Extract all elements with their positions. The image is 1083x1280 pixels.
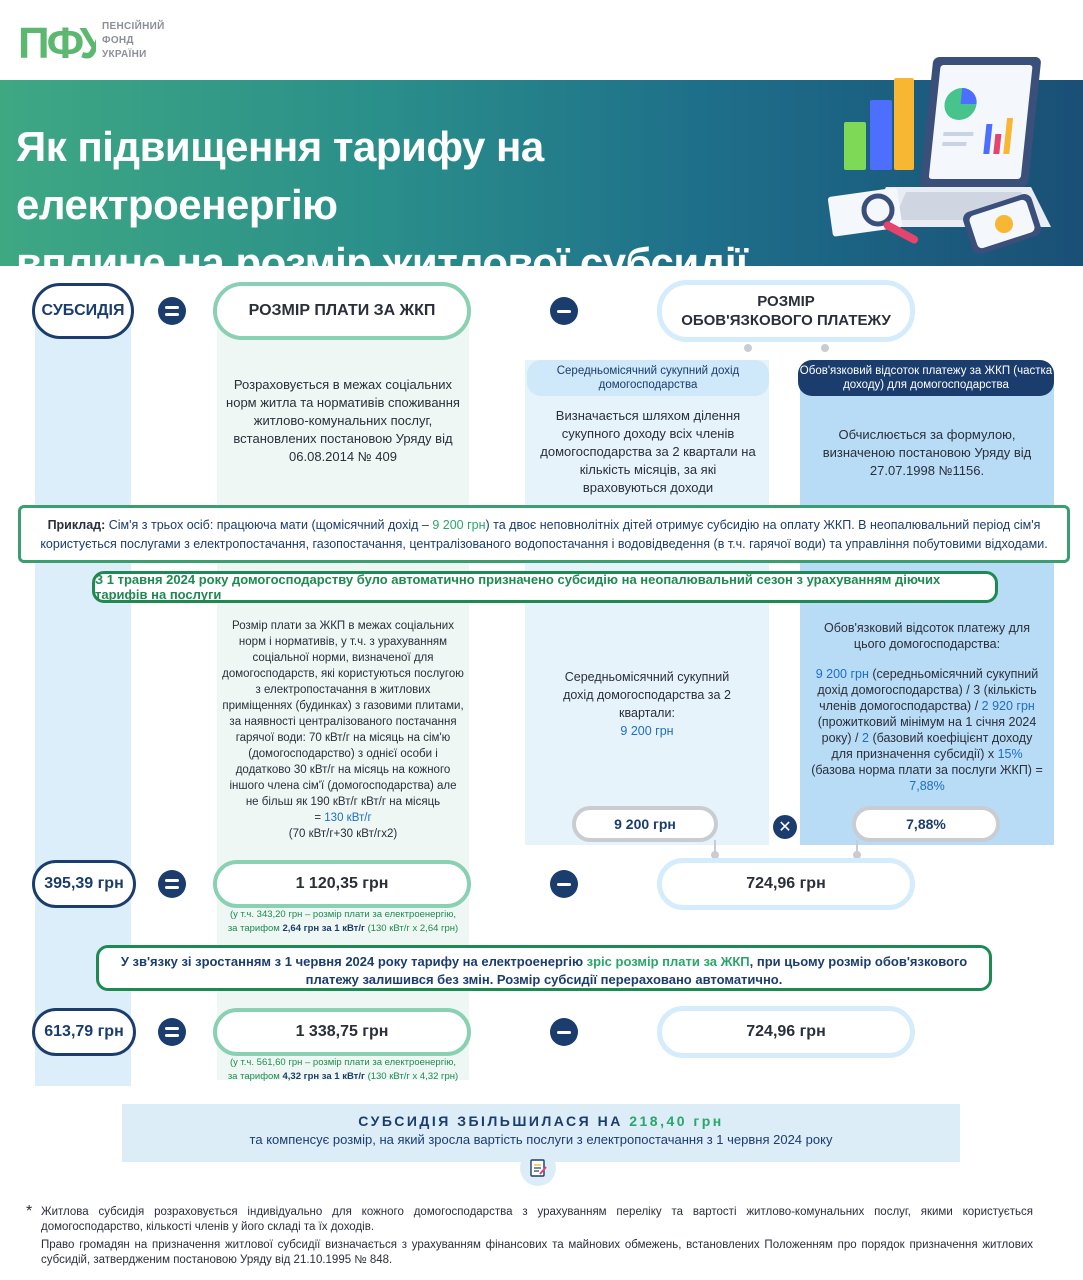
may-notice: З 1 травня 2024 року домогосподарству бу… xyxy=(92,571,998,603)
pct-formula-rate: 15% xyxy=(997,747,1023,761)
row2-note-prefix: за тарифом xyxy=(227,1071,283,1082)
income-calculation: Середньомісячний сукупний дохід домогосп… xyxy=(552,668,742,740)
result-heading: СУБСИДІЯ ЗБІЛЬШИЛАСЯ НА xyxy=(358,1113,623,1129)
connector-dot xyxy=(711,851,719,859)
zhkp-detail: Розмір плати за ЖКП в межах соціальних н… xyxy=(222,620,464,808)
row1-note-tariff: 2,64 грн за 1 кВт/г xyxy=(282,923,365,934)
footnote-paragraph-1: Житлова субсидія розраховується індивіду… xyxy=(41,1206,1033,1233)
example-box: Приклад: Сім'я з трьох осіб: працююча ма… xyxy=(18,505,1070,563)
subsidy-label: СУБСИДІЯ xyxy=(32,283,134,339)
row2-note-suffix: (130 кВт/г х 4,32 грн) xyxy=(364,1071,459,1082)
result-line-2: та компенсує розмір, на який зросла варт… xyxy=(249,1132,833,1147)
title-line-1: Як підвищення тарифу на електроенергію xyxy=(16,123,544,228)
footnote-paragraph-2: Право громадян на призначення житлової с… xyxy=(41,1239,1033,1266)
minus-icon xyxy=(550,297,578,325)
example-text: Приклад: Сім'я з трьох осіб: працююча ма… xyxy=(37,516,1051,554)
pct-formula-text: 3 (кількість членів домогосподарства) / xyxy=(819,683,1037,713)
example-part-2: ) та двоє неповнолітніх дітей отримує су… xyxy=(40,518,1048,551)
connector-line xyxy=(856,840,858,854)
pct-formula-text: (базова норма плати за послуги ЖКП) = xyxy=(811,763,1043,777)
multiply-icon: ✕ xyxy=(773,815,797,839)
example-label: Приклад: xyxy=(47,518,106,532)
income-detail: Середньомісячний сукупний дохід домогосп… xyxy=(563,670,731,720)
row1-mandatory: 724,96 грн xyxy=(657,858,915,910)
row1-zhkp: 1 120,35 грн xyxy=(213,860,471,908)
percent-column xyxy=(800,380,1054,845)
logo-line-3: УКРАЇНИ xyxy=(102,49,147,60)
mandatory-label-line-2: ОБОВ'ЯЗКОВОГО ПЛАТЕЖУ xyxy=(681,312,891,329)
title-line-2: вплине на розмір житлової субсидії xyxy=(16,239,748,286)
zhkp-norm: 130 кВт/г xyxy=(324,812,372,824)
percent-definition: Обчислюється за формулою, визначеною пос… xyxy=(822,427,1032,478)
row2-mandatory: 724,96 грн xyxy=(657,1006,915,1058)
mandatory-payment-label: РОЗМІР ОБОВ'ЯЗКОВОГО ПЛАТЕЖУ xyxy=(657,280,915,342)
income-definition: Визначається шляхом ділення сукупного до… xyxy=(540,408,756,495)
pct-formula-minimum: 2 920 грн xyxy=(981,699,1035,713)
equals-icon xyxy=(158,870,186,898)
footnote: Житлова субсидія розраховується індивіду… xyxy=(41,1205,1033,1267)
row2-note-tariff: 4,32 грн за 1 кВт/г xyxy=(282,1071,365,1082)
row1-subsidy: 395,39 грн xyxy=(32,860,136,908)
connector-dot xyxy=(853,851,861,859)
example-part-1: Сім'я з трьох осіб: працююча мати (щоміс… xyxy=(108,518,429,532)
minus-icon xyxy=(550,870,578,898)
pct-formula-text: (базовий коефіцієнт доходу для призначен… xyxy=(831,731,1033,761)
row2-zhkp: 1 338,75 грн xyxy=(213,1008,471,1056)
percent-tag: Обов'язковий відсоток платежу за ЖКП (ча… xyxy=(798,360,1054,396)
june-notice-part-2: , при цьому розмір обов'язкового платежу… xyxy=(305,954,968,987)
income-value: 9 200 грн xyxy=(620,724,674,738)
row1-note-suffix: (130 кВт/г х 2,64 грн) xyxy=(364,923,459,934)
row2-note-line-1: (у т.ч. 561,60 грн – розмір плати за еле… xyxy=(229,1057,457,1068)
logo-mark-text: ПФУ xyxy=(18,19,96,66)
zhkp-label: РОЗМІР ПЛАТИ ЗА ЖКП xyxy=(213,282,471,340)
row1-note: (у т.ч. 343,20 грн – розмір плати за еле… xyxy=(218,908,468,936)
page-title: Як підвищення тарифу на електроенергію в… xyxy=(16,118,836,292)
example-income: 9 200 грн xyxy=(432,518,486,532)
logo-text: ПЕНСІЙНИЙ ФОНД УКРАЇНИ xyxy=(102,20,165,62)
pfu-logo: ПФУ xyxy=(18,16,111,68)
equals-icon xyxy=(158,1018,186,1046)
pct-formula-income: 9 200 грн xyxy=(815,667,869,681)
result-line-1: СУБСИДІЯ ЗБІЛЬШИЛАСЯ НА 218,40 грн xyxy=(122,1113,960,1129)
pct-formula-coefficient: 2 xyxy=(862,731,869,745)
row1-note-prefix: за тарифом xyxy=(227,923,283,934)
zhkp-norm-prefix: = xyxy=(314,812,322,824)
result-box: СУБСИДІЯ ЗБІЛЬШИЛАСЯ НА 218,40 грн та ко… xyxy=(122,1104,960,1162)
income-tag: Середньомісячний сукупний дохід домогосп… xyxy=(527,360,769,396)
mandatory-label-line-1: РОЗМІР xyxy=(757,293,815,310)
row2-subsidy: 613,79 грн xyxy=(32,1008,136,1056)
june-notice-part-1: У зв'язку зі зростанням з 1 червня 2024 … xyxy=(120,954,587,969)
logo-line-1: ПЕНСІЙНИЙ xyxy=(102,21,165,32)
june-notice-highlight: зріс розмір плати за ЖКП xyxy=(586,954,750,969)
result-amount: 218,40 грн xyxy=(629,1113,724,1129)
zhkp-definition: Розраховується в межах соціальних норм ж… xyxy=(226,377,460,464)
income-pill: 9 200 грн xyxy=(572,806,718,842)
connector-line xyxy=(714,840,716,854)
connector-dot xyxy=(744,344,752,352)
laptop-illustration xyxy=(826,52,1056,257)
logo-line-2: ФОНД xyxy=(102,35,134,46)
connector-dot xyxy=(821,344,829,352)
document-icon xyxy=(520,1150,556,1186)
footnote-star: * xyxy=(26,1203,33,1220)
equals-icon xyxy=(158,297,186,325)
june-notice: У зв'язку зі зростанням з 1 червня 2024 … xyxy=(96,945,992,991)
percent-header: Обов'язковий відсоток платежу для цього … xyxy=(824,621,1030,651)
pct-formula-text: (прожитковий мінімум на 1 січня 2024 рок… xyxy=(817,715,1037,745)
percent-pill: 7,88% xyxy=(852,806,1000,842)
zhkp-norm-formula: (70 кВт/г+30 кВт/гх2) xyxy=(288,828,398,840)
pct-formula-result: 7,88% xyxy=(909,779,945,793)
row1-note-line-1: (у т.ч. 343,20 грн – розмір плати за еле… xyxy=(229,909,457,920)
minus-icon xyxy=(550,1018,578,1046)
row2-note: (у т.ч. 561,60 грн – розмір плати за еле… xyxy=(218,1056,468,1084)
zhkp-calculation: Розмір плати за ЖКП в межах соціальних н… xyxy=(222,618,464,842)
pct-formula-text: (середньомісячний сукупний дохід домогос… xyxy=(817,667,1039,697)
percent-calculation: Обов'язковий відсоток платежу для цього … xyxy=(810,620,1044,794)
